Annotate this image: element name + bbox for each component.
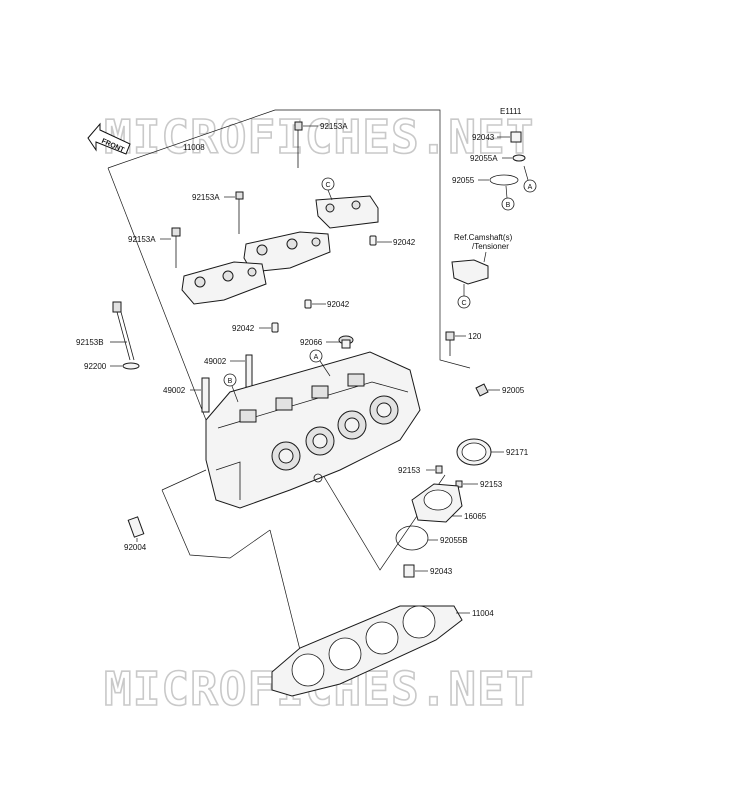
camshaft-cap-middle [243,231,331,273]
fitting-92005 [475,383,500,397]
stud-92004 [127,516,145,542]
label-49002-a: 49002 [204,357,227,366]
label-92042-b: 92042 [327,300,350,309]
dowel-pin-92042-a [369,235,392,246]
label-11004: 11004 [472,609,494,618]
reference-note-line2: /Tensioner [472,242,509,251]
label-92043-lower: 92043 [430,567,453,576]
tensioner-reference-bracket [451,251,489,285]
label-92004: 92004 [124,543,147,552]
label-92153a-top: 92153A [320,122,348,131]
label-92066: 92066 [300,338,323,347]
bolt-92153-b [455,480,478,488]
callout-b-head: B [223,373,239,403]
camshaft-cap-front [181,261,267,305]
svg-text:A: A [314,354,319,361]
bolt-92153a-top [294,121,318,168]
svg-text:C: C [325,182,330,189]
label-49002-b: 49002 [163,386,186,395]
watermark-top: MICROFICHES.NET [104,110,534,164]
label-92055: 92055 [452,176,475,185]
dowel-pin-92042-b [304,299,326,309]
label-92043-top: 92043 [472,133,495,142]
label-92042-a: 92042 [393,238,416,247]
callout-c-top: C [321,177,335,201]
callout-c-ref: C [457,284,471,309]
intake-holder-16065 [411,483,463,523]
svg-text:A: A [528,184,533,191]
bolt-92153-a [426,465,443,474]
bolt-92153b [110,301,135,361]
svg-text:C: C [461,300,466,307]
o-ring-92055a [502,154,526,162]
washer-92200 [110,362,140,370]
valve-guide-49002-b [190,377,210,413]
dowel-pin-92042-c [259,322,279,333]
bolt-120 [445,331,466,356]
head-gasket-11004 [271,605,470,697]
label-92171: 92171 [506,448,529,457]
callout-b-top: B [501,185,515,211]
plug-92043-lower [403,564,428,578]
cylinder-head-11008 [205,351,421,509]
label-11008: 11008 [183,143,205,152]
label-92153a-mid: 92153A [192,193,220,202]
label-92153-a: 92153 [398,466,421,475]
callout-a-top: A [523,165,537,193]
reference-note-line1: Ref.Camshaft(s) [454,233,513,242]
bolt-92153a-left [160,227,181,268]
label-120: 120 [468,332,482,341]
svg-text:B: B [506,202,511,209]
o-ring-92055 [478,174,519,186]
label-92153-b: 92153 [480,480,503,489]
plug-92066 [326,335,354,349]
o-ring-92055b [395,525,438,551]
plug-92043-top [497,131,522,143]
label-92055b: 92055B [440,536,468,545]
label-92153a-left: 92153A [128,235,156,244]
callout-a-head: A [309,349,331,377]
gasket-ring-92171 [456,438,504,466]
svg-text:B: B [228,378,233,385]
label-92055a: 92055A [470,154,498,163]
label-92042-c: 92042 [232,324,255,333]
camshaft-cap-rear [315,195,379,229]
diagram-code: E1111 [500,107,522,116]
label-16065: 16065 [464,512,487,521]
bolt-92153a-mid [224,191,244,234]
front-arrow-icon: FRONT [87,122,131,155]
label-92200: 92200 [84,362,107,371]
label-92005: 92005 [502,386,525,395]
label-92153b: 92153B [76,338,104,347]
